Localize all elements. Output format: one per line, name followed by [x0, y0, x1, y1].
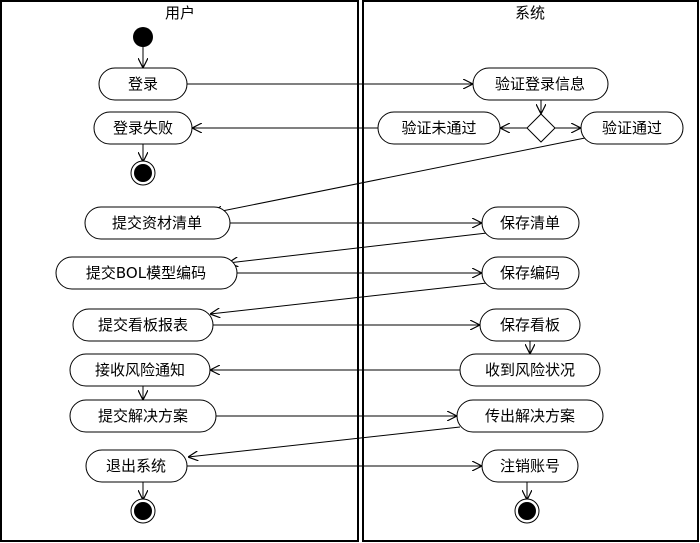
activity-send-solution-label: 传出解决方案 [485, 407, 575, 425]
activity-save-board: 保存看板 [479, 308, 581, 342]
activity-submit-bol-label: 提交BOL模型编码 [86, 264, 206, 282]
activity-verify-fail: 验证未通过 [377, 111, 501, 145]
activity-submit-bol: 提交BOL模型编码 [55, 256, 238, 290]
activity-save-list: 保存清单 [481, 206, 580, 240]
activity-logout: 退出系统 [85, 449, 188, 483]
flow-save-list-to-submit-bol [228, 232, 488, 263]
activity-submit-board: 提交看板报表 [72, 308, 214, 342]
system-lane-title: 系统 [515, 4, 545, 22]
activity-submit-board-label: 提交看板报表 [98, 316, 188, 334]
activity-receive-risk: 接收风险通知 [69, 353, 211, 387]
activity-submit-materials-label: 提交资材清单 [112, 214, 202, 232]
activity-save-code: 保存编码 [481, 256, 580, 290]
initial-node [133, 27, 153, 47]
activity-login-failed: 登录失败 [93, 111, 193, 145]
decision-node [526, 113, 556, 143]
flow-arrows [143, 46, 586, 500]
activity-submit-solution-label: 提交解决方案 [98, 407, 188, 425]
activity-receive-risk-status-label: 收到风险状况 [485, 361, 575, 379]
activity-cancel-account-label: 注销账号 [500, 457, 560, 475]
activity-send-solution: 传出解决方案 [456, 399, 604, 433]
flow-save-code-to-submit-board [210, 282, 488, 314]
activity-receive-risk-status: 收到风险状况 [459, 353, 601, 387]
activity-submit-solution: 提交解决方案 [69, 399, 217, 433]
final-node-system [514, 498, 540, 524]
user-lane-title: 用户 [165, 4, 195, 22]
activity-login-label: 登录 [128, 75, 158, 93]
activity-login: 登录 [98, 67, 188, 101]
activity-verify-fail-label: 验证未通过 [401, 119, 476, 137]
final-node-login-failed [130, 160, 156, 186]
activity-login-failed-label: 登录失败 [113, 119, 173, 137]
activity-save-board-label: 保存看板 [500, 316, 560, 334]
activity-submit-materials: 提交资材清单 [84, 206, 231, 240]
activity-save-list-label: 保存清单 [500, 214, 560, 232]
activity-save-code-label: 保存编码 [500, 264, 560, 282]
activity-receive-risk-label: 接收风险通知 [95, 361, 185, 379]
activity-verify-pass-label: 验证通过 [602, 119, 662, 137]
user-swimlane [0, 0, 359, 542]
activity-verify-pass: 验证通过 [580, 111, 684, 145]
flow-send-to-logout [188, 426, 461, 457]
activity-cancel-account: 注销账号 [481, 449, 579, 483]
activity-verify-login-label: 验证登录信息 [495, 75, 585, 93]
activity-verify-login: 验证登录信息 [472, 67, 609, 101]
flow-pass-to-submit-materials [212, 137, 586, 213]
system-swimlane [362, 0, 699, 542]
activity-logout-label: 退出系统 [106, 457, 166, 475]
final-node-user [130, 498, 156, 524]
